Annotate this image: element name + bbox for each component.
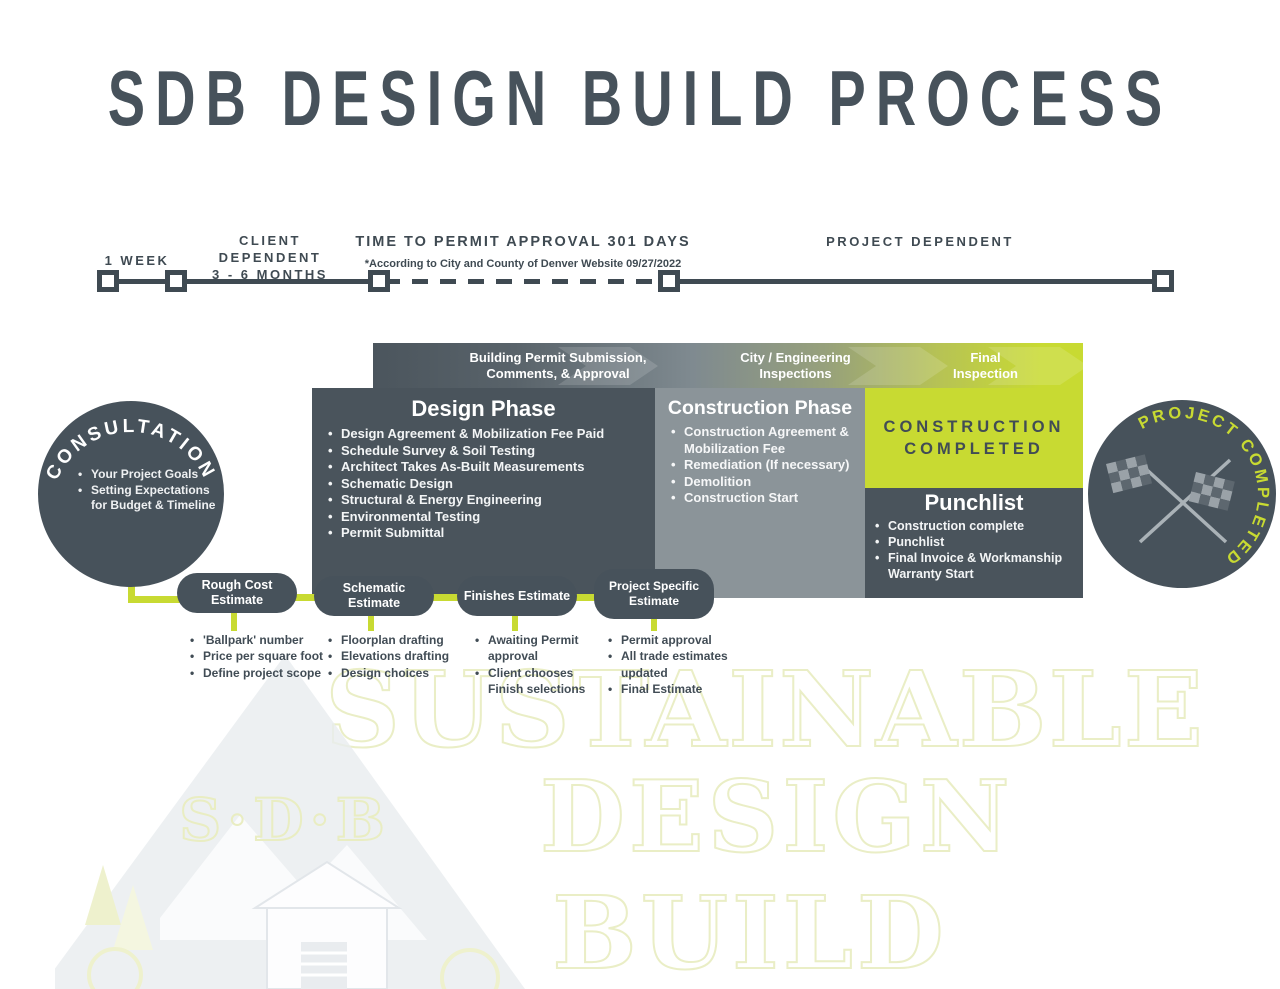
punchlist-bullet: Punchlist [873,534,1075,550]
pill-schematic-estimate: Schematic Estimate [314,576,434,616]
timeline-node [658,270,680,292]
watermark-build: BUILD [551,873,948,989]
timeline-segment-solid-2 [668,279,1162,284]
bar-step-line1: Building Permit Submission, [469,350,647,365]
estimate-bullet: All trade estimates updated [606,648,746,681]
connector-pill-2-stub [368,612,374,631]
estimate-bullet: Price per square foot [188,648,346,665]
bar-step-line2: Comments, & Approval [486,366,630,381]
design-bullet: Schematic Design [326,476,647,493]
watermark-design: DESIGN [539,759,1014,876]
estimate-bullet: Design choices [326,665,471,682]
logo-cloud-icon [440,948,500,989]
punchlist-list: Construction complete Punchlist Final In… [865,518,1083,582]
construction-bullet: Construction Start [669,490,857,507]
construction-phase-list: Construction Agreement & Mobilization Fe… [655,424,865,507]
consultation-circle: CONSULTATION Your Project Goals Setting … [38,401,224,587]
timeline-segment-solid-1 [107,279,378,284]
timeline-segment-dashed [384,279,662,284]
design-phase-list: Design Agreement & Mobilization Fee Paid… [312,426,655,542]
construction-completed-line2: COMPLETED [904,440,1044,458]
estimate-bullet: Define project scope [188,665,346,682]
connector-pill-3-4 [574,594,598,601]
consultation-bullet: Setting Expectations for Budget & Timeli… [76,483,224,514]
project-specific-list: Permit approval All trade estimates upda… [592,632,754,697]
estimate-bullet: Permit approval [606,632,746,649]
construction-bullet: Demolition [669,474,857,491]
pill-finishes-estimate: Finishes Estimate [457,576,577,616]
logo-sdb-text: S·D·B [179,786,391,854]
bar-step-line2: Inspection [952,366,1018,381]
construction-phase-title: Construction Phase [667,397,853,419]
client-dependent-line1: CLIENT DEPENDENT [218,233,322,265]
punchlist-bullet: Construction complete [873,518,1075,534]
design-bullet: Schedule Survey & Soil Testing [326,443,647,460]
construction-completed-box: CONSTRUCTION COMPLETED [865,388,1083,488]
connector-pill-1-2 [294,594,317,601]
construction-bullet: Construction Agreement & Mobilization Fe… [669,424,857,457]
connector-consultation-vertical [128,576,135,603]
project-completed-circle: PROJECT COMPLETED [1088,400,1276,588]
estimate-bullet: Awaiting Permit approval [473,632,601,665]
bar-step-city-inspections: City / Engineering Inspections [698,350,893,382]
timeline-node [97,270,119,292]
bar-step-final-inspection: Final Inspection [903,350,1068,382]
timeline-label-1-week: 1 WEEK [104,253,170,268]
construction-completed-line1: CONSTRUCTION [883,418,1065,436]
timeline-label-client-dependent: CLIENT DEPENDENT 3 - 6 MONTHS [190,232,350,283]
estimate-bullet: 'Ballpark' number [188,632,346,649]
bar-step-line1: Final [970,350,1001,365]
design-bullet: Permit Submittal [326,525,647,542]
logo-tree-icon [113,885,153,950]
bar-step-line2: Inspections [759,366,832,381]
timeline-node [368,270,390,292]
project-completed-graphic: PROJECT COMPLETED [1106,404,1269,569]
connector-consultation-horizontal [128,596,183,603]
design-bullet: Structural & Energy Engineering [326,492,647,509]
connector-pill-4-stub [651,614,657,631]
punchlist-title: Punchlist [924,490,1024,515]
pill-rough-cost-estimate: Rough Cost Estimate [177,573,297,613]
rough-cost-list: 'Ballpark' number Price per square foot … [174,632,354,681]
page-title: SDB DESIGN BUILD PROCESS [107,53,1173,142]
logo-tree-icon [85,865,121,925]
timeline-label-permit-approval: TIME TO PERMIT APPROVAL 301 DAYS [355,234,691,250]
punchlist-box: Punchlist Construction complete Punchlis… [865,488,1083,598]
design-phase-box: Design Phase Design Agreement & Mobiliza… [312,388,655,598]
brand-logo-watermark: S·D·B [55,655,525,989]
consultation-list: Your Project Goals Setting Expectations … [62,467,232,514]
client-dependent-line2: 3 - 6 MONTHS [212,267,328,282]
estimate-bullet: Elevations drafting [326,648,471,665]
design-bullet: Architect Takes As-Built Measurements [326,459,647,476]
construction-phase-box: Construction Phase Construction Agreemen… [655,388,865,598]
estimate-bullet: Final Estimate [606,681,746,698]
connector-pill-3-stub [512,612,518,631]
timeline-node [1152,270,1174,292]
consultation-bullet: Your Project Goals [76,467,224,483]
bar-step-line1: City / Engineering [740,350,851,365]
estimate-bullet: Client chooses Finish selections [473,665,601,698]
checkered-flags-icon [1106,454,1235,544]
finishes-list: Awaiting Permit approval Client chooses … [459,632,609,697]
timeline-node [165,270,187,292]
timeline-permit-source-note: *According to City and County of Denver … [364,258,682,270]
process-arrow-bar: Building Permit Submission, Comments, & … [373,343,1088,389]
pill-project-specific-estimate: Project Specific Estimate [594,569,714,619]
logo-cloud-icon [87,947,143,989]
schematic-list: Floorplan drafting Elevations drafting D… [312,632,479,681]
construction-bullet: Remediation (If necessary) [669,457,857,474]
connector-pill-1-stub [231,610,237,631]
connector-pill-2-3 [431,594,460,601]
bar-step-permit-submission: Building Permit Submission, Comments, & … [408,350,708,382]
timeline-label-project-dependent: PROJECT DEPENDENT [826,234,1014,249]
punchlist-bullet: Final Invoice & Workmanship Warranty Sta… [873,550,1075,582]
estimate-bullet: Floorplan drafting [326,632,471,649]
design-bullet: Environmental Testing [326,509,647,526]
design-bullet: Design Agreement & Mobilization Fee Paid [326,426,647,443]
design-phase-title: Design Phase [411,396,556,421]
